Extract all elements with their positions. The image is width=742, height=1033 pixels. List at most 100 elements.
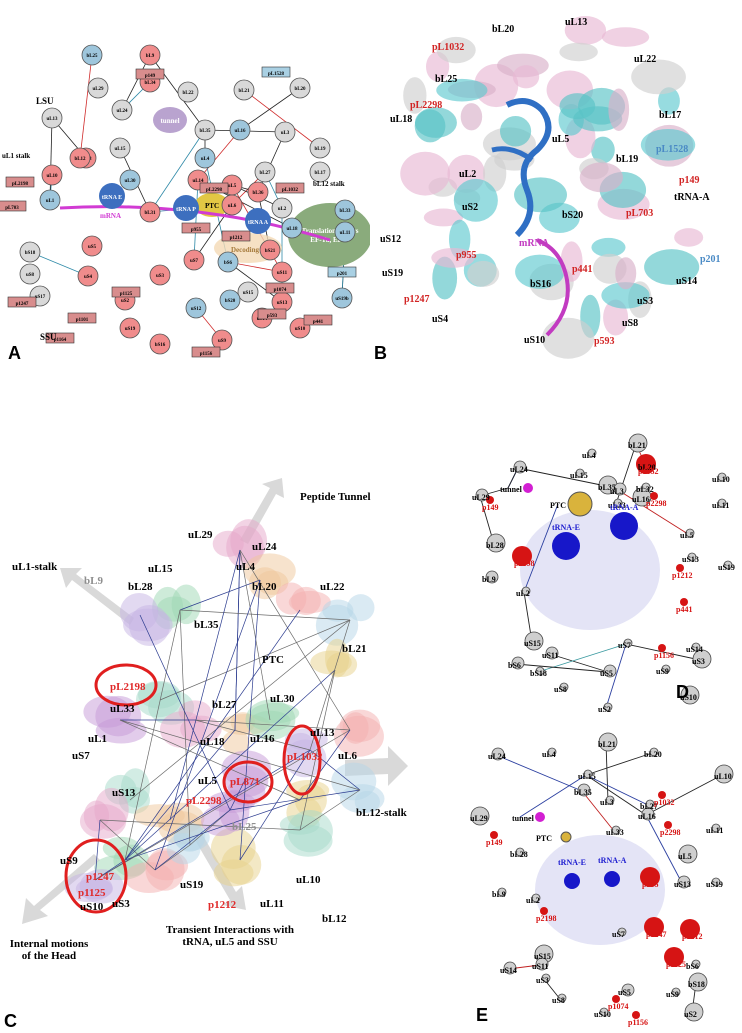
node-us9 <box>671 987 681 997</box>
label-ul30: uL30 <box>270 693 295 705</box>
label-ul24: uL24 <box>252 541 277 553</box>
node-label: uL16 <box>234 129 246 134</box>
protein-blob <box>124 862 174 894</box>
node-ul29 <box>87 77 109 99</box>
panel-e-label: E <box>476 1005 489 1025</box>
network-edge <box>193 179 199 261</box>
node-us2 <box>603 702 613 712</box>
tunnel-blob <box>153 107 187 133</box>
highlight-p1247 <box>64 838 128 914</box>
protein-blob <box>579 162 623 193</box>
label-ul5: uL5 <box>678 852 692 861</box>
label-bs18: bS18 <box>530 669 547 678</box>
label-us15: uS15 <box>534 952 551 961</box>
trna-region-shade <box>535 835 665 945</box>
label-us3: uS3 <box>536 976 549 985</box>
node-label: uL1 <box>46 199 55 204</box>
node-ul1 <box>39 189 61 211</box>
protein-blob <box>287 810 333 853</box>
pathway-box-pl2198 <box>5 176 35 188</box>
network-edge <box>49 117 53 201</box>
label-ul18: uL18 <box>200 736 225 748</box>
pathway-node-p955 <box>640 867 660 887</box>
network-edge <box>299 729 351 801</box>
label-us7: uS7 <box>72 750 90 762</box>
label-bl19: bL19 <box>616 154 638 165</box>
network-edge <box>229 779 246 811</box>
node-us3 <box>692 649 712 669</box>
label-us3: uS3 <box>112 898 130 910</box>
node-ul6 <box>221 194 243 216</box>
peptide-tunnel-label-1: Peptide Tunnel <box>300 491 371 503</box>
protein-blob <box>225 765 269 797</box>
label-ul1: uL1 <box>88 733 107 745</box>
label-p1247: p1247 <box>86 871 115 883</box>
pathway-box-label: pL2298 <box>206 188 223 193</box>
pathway-node-p441 <box>680 598 688 606</box>
node-us15 <box>237 281 259 303</box>
protein-blob <box>245 699 296 741</box>
pathway-box-p441 <box>303 314 333 326</box>
network-edge <box>189 809 231 846</box>
label-bl25: bL25 <box>232 821 257 833</box>
label-us9: uS9 <box>60 855 78 867</box>
node-label: uS19 <box>125 327 136 332</box>
node-ul10 <box>717 472 727 482</box>
node-label: uL24 <box>116 109 128 114</box>
node-us7 <box>617 927 627 937</box>
label-ul29: uL29 <box>188 529 213 541</box>
label-us3: uS3 <box>692 657 705 666</box>
label-us3: uS3 <box>637 296 653 307</box>
ptc-node <box>560 831 572 843</box>
node-ul15 <box>575 468 585 478</box>
pathway-box-p1125 <box>111 286 141 298</box>
node-ul29 <box>475 488 489 502</box>
node-ul16 <box>229 119 251 141</box>
node-ul5 <box>685 528 695 538</box>
pathway-box-label: p1101 <box>76 318 89 323</box>
node-bl25 <box>81 44 103 66</box>
node-us3 <box>541 973 551 983</box>
label-p1156: p1156 <box>628 1018 648 1027</box>
label-p955: p955 <box>642 880 658 889</box>
label-us4: uS4 <box>432 314 448 325</box>
label-us19: uS19 <box>382 268 403 279</box>
mrna-text: mRNA <box>100 212 121 220</box>
label-us13: uS13 <box>674 880 691 889</box>
node-bl20 <box>649 747 659 757</box>
node-label: uS15 <box>243 291 254 296</box>
node-bs6 <box>217 251 239 273</box>
pathway-box-label: pL1032 <box>282 188 299 193</box>
l12-stalk-label: bL12-stalk <box>356 807 408 819</box>
pathway-box-p149 <box>135 68 165 80</box>
node-label: uL18 <box>286 227 298 232</box>
label-ul2: uL2 <box>516 589 530 598</box>
protein-blob <box>347 594 375 622</box>
panel-c-network-lines <box>94 549 361 881</box>
network-edge <box>129 619 351 801</box>
node-label: uS9 <box>218 339 227 344</box>
node-label: bL9 <box>146 54 155 59</box>
node-bl9 <box>485 570 499 584</box>
network-edge <box>239 549 351 731</box>
label-ul22: uL22 <box>320 581 345 593</box>
node-us5 <box>81 235 103 257</box>
label-ul4: uL4 <box>542 750 556 759</box>
network-edge <box>197 129 241 181</box>
label-bl35: bL35 <box>194 619 219 631</box>
label-ul33: uL33 <box>110 703 135 715</box>
label-p1212: p1212 <box>208 899 237 911</box>
node-bl36 <box>247 181 269 203</box>
panel-b-label: B <box>374 343 387 363</box>
label-ul33: uL33 <box>608 501 626 510</box>
node-ul33 <box>611 825 621 835</box>
label-pl871: pL871 <box>230 776 260 788</box>
label-us19: uS19 <box>706 880 723 889</box>
node-label: bL36 <box>252 191 264 196</box>
node-bl28 <box>486 533 506 553</box>
label-p1212: p1212 <box>672 571 692 580</box>
label-ul24: uL24 <box>488 752 506 761</box>
protein-blob <box>515 254 565 289</box>
node-us11 <box>271 261 293 283</box>
label-ul11: uL11 <box>260 898 284 910</box>
